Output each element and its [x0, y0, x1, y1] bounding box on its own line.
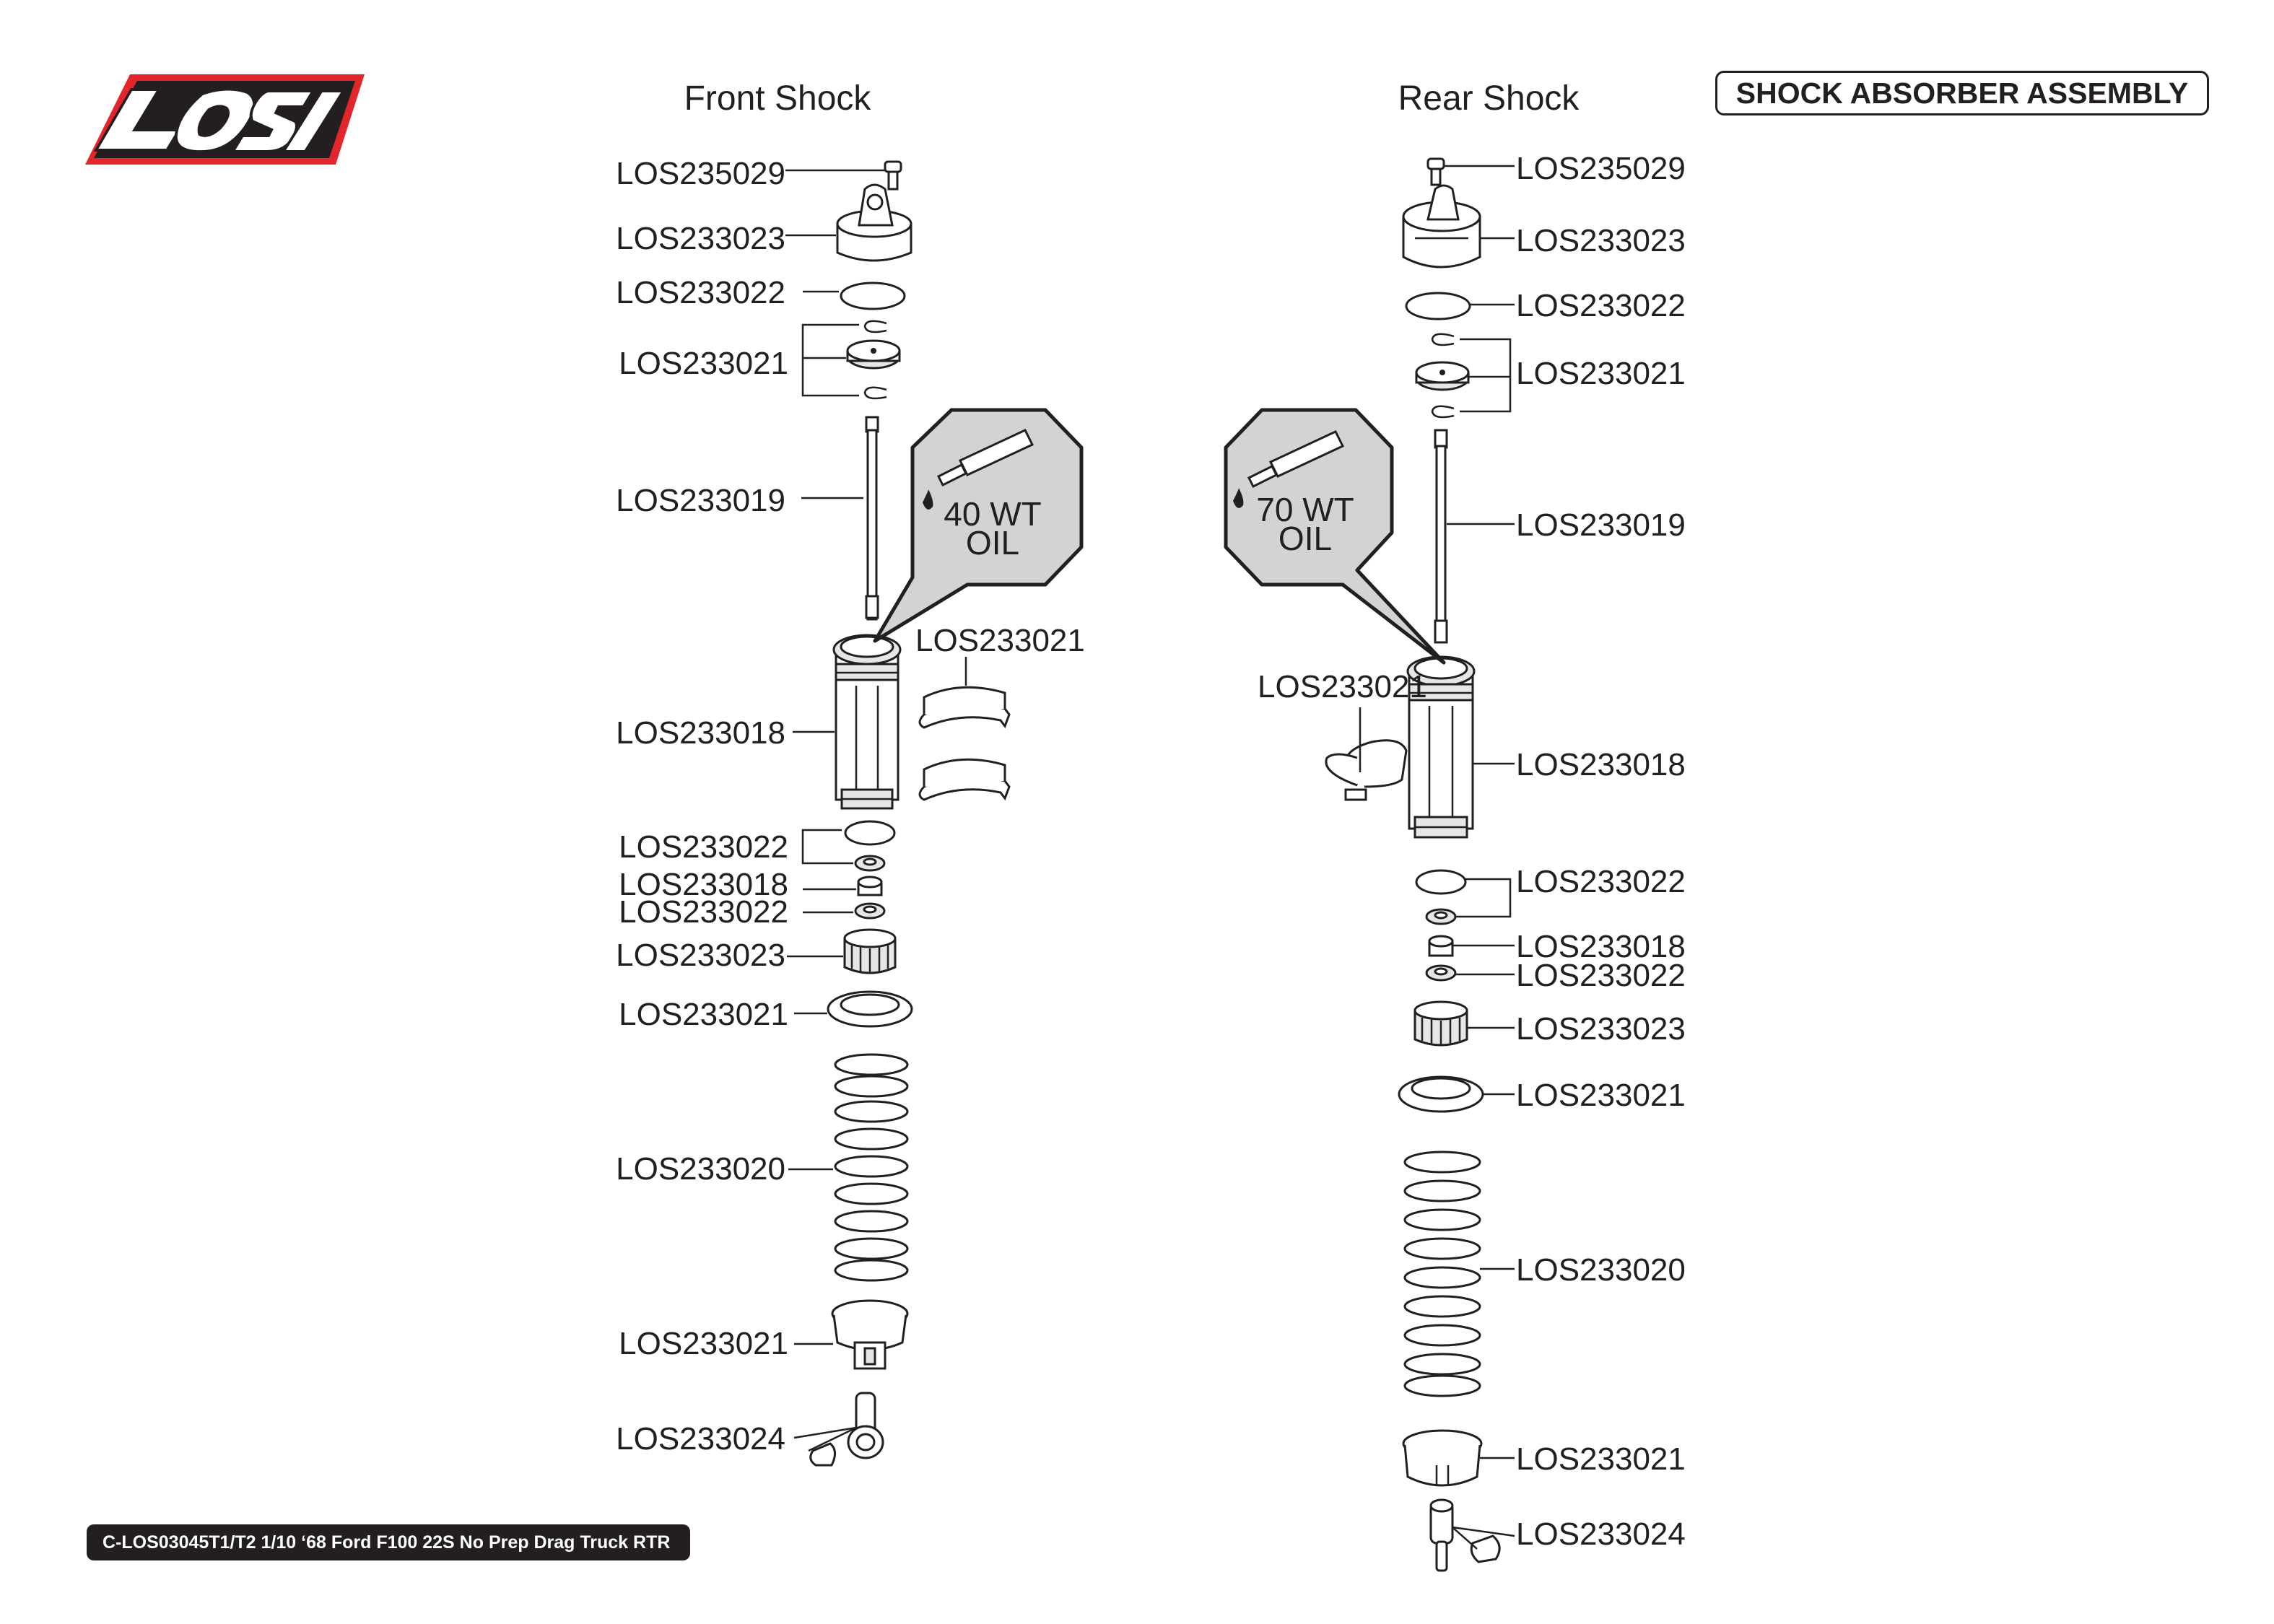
rear-screw-part — [1426, 157, 1445, 186]
front-cap-part — [836, 183, 912, 262]
rear-oring-part — [1405, 292, 1471, 320]
front-seal2-part — [854, 902, 886, 920]
front-label-shaft: LOS233019 — [616, 483, 785, 518]
rear-label-spring: LOS233020 — [1516, 1252, 1686, 1288]
rear-oil-label: OIL — [1278, 520, 1332, 557]
front-spring-cup-part — [827, 990, 913, 1028]
front-label-cap: LOS233023 — [616, 221, 785, 256]
front-seal-part — [854, 855, 886, 872]
rear-label-body: LOS233018 — [1516, 747, 1686, 782]
rear-leader-lines — [1359, 165, 1515, 1550]
rear-label-piston: LOS233021 — [1516, 356, 1686, 391]
rear-shock-title: Rear Shock — [1398, 79, 1580, 118]
rear-label-lower-cup: LOS233021 — [1516, 1441, 1686, 1477]
rear-label-lower-oring: LOS233022 — [1516, 864, 1686, 899]
front-lower-cup-part — [831, 1299, 909, 1370]
rear-label-spacer: LOS233018 — [1516, 929, 1686, 964]
front-label-lower-oring: LOS233022 — [619, 829, 788, 865]
rear-spring-cup-part — [1398, 1075, 1484, 1113]
front-spring-part — [834, 1053, 909, 1282]
front-shock-title: Front Shock — [684, 79, 872, 118]
rear-rod-end-part — [1429, 1498, 1501, 1572]
front-rod-end-part — [809, 1392, 884, 1467]
front-label-rod-end: LOS233024 — [616, 1421, 785, 1457]
rear-limiter-part — [1325, 739, 1408, 801]
rear-spring-part — [1403, 1151, 1481, 1397]
front-label-spacer: LOS233018 — [619, 867, 788, 902]
front-spacer-part — [857, 876, 883, 896]
front-limiter-parts — [918, 686, 1011, 801]
front-label-body: LOS233018 — [616, 715, 785, 751]
rear-cap-part — [1402, 184, 1481, 269]
rear-label-limiter: LOS233021 — [1258, 669, 1427, 704]
rear-piston-set-part — [1415, 333, 1470, 419]
front-screw-part — [884, 160, 902, 191]
front-label-screw: LOS235029 — [616, 156, 785, 191]
rear-lower-cup-part — [1402, 1429, 1483, 1487]
front-body-part — [832, 634, 902, 810]
losi-logo — [85, 74, 365, 165]
rear-part-labels: LOS235029 LOS233023 LOS233022 LOS233021 … — [1258, 151, 1686, 1552]
front-oil-callout: 40 WT OIL — [873, 408, 1084, 643]
front-label-spring-cup: LOS233021 — [619, 997, 788, 1032]
front-label-seal: LOS233022 — [619, 894, 788, 930]
front-piston-set-part — [846, 320, 901, 400]
front-label-limiters: LOS233021 — [915, 623, 1085, 658]
front-label-spring: LOS233020 — [616, 1151, 785, 1187]
rear-seal-part — [1425, 908, 1457, 925]
rear-shaft-part — [1434, 429, 1448, 644]
front-label-piston: LOS233021 — [619, 346, 788, 381]
rear-label-cap: LOS233023 — [1516, 223, 1686, 258]
front-label-bottom-cap: LOS233023 — [616, 938, 785, 973]
rear-oil-bottle-icon — [1233, 430, 1345, 508]
front-oil-bottle-icon — [923, 429, 1034, 510]
rear-body-part — [1406, 655, 1476, 839]
rear-spacer-part — [1428, 935, 1454, 957]
rear-shock-parts — [1325, 157, 1501, 1572]
front-oring-part — [840, 281, 906, 310]
front-lower-oring-part — [844, 820, 896, 846]
rear-label-bottom-cap: LOS233023 — [1516, 1011, 1686, 1047]
rear-label-spring-cup: LOS233021 — [1516, 1078, 1686, 1113]
front-leader-lines — [785, 169, 967, 1452]
rear-label-oring: LOS233022 — [1516, 288, 1686, 323]
rear-seal2-part — [1425, 964, 1457, 982]
front-label-oring: LOS233022 — [616, 275, 785, 310]
rear-oil-weight: 70 WT — [1256, 491, 1354, 528]
rear-bottom-cap-part — [1413, 1000, 1468, 1047]
front-part-labels: LOS235029 LOS233023 LOS233022 LOS233021 … — [616, 156, 1085, 1457]
rear-label-shaft: LOS233019 — [1516, 507, 1686, 543]
section-title: SHOCK ABSORBER ASSEMBLY — [1715, 71, 2209, 115]
rear-lower-oring-part — [1415, 869, 1467, 895]
front-label-lower-cup: LOS233021 — [619, 1326, 788, 1361]
rear-label-seal: LOS233022 — [1516, 958, 1686, 993]
rear-oil-callout: 70 WT OIL — [1224, 408, 1446, 665]
front-shock-parts — [809, 160, 1011, 1467]
front-bottom-cap-part — [843, 928, 897, 974]
front-oil-weight: 40 WT — [944, 495, 1041, 533]
rear-label-screw: LOS235029 — [1516, 151, 1686, 186]
rear-label-rod-end: LOS233024 — [1516, 1516, 1686, 1552]
footer-model-bar: C-LOS03045T1/T2 1/10 ‘68 Ford F100 22S N… — [87, 1524, 690, 1560]
front-shaft-part — [865, 416, 879, 621]
front-oil-label: OIL — [966, 524, 1019, 562]
